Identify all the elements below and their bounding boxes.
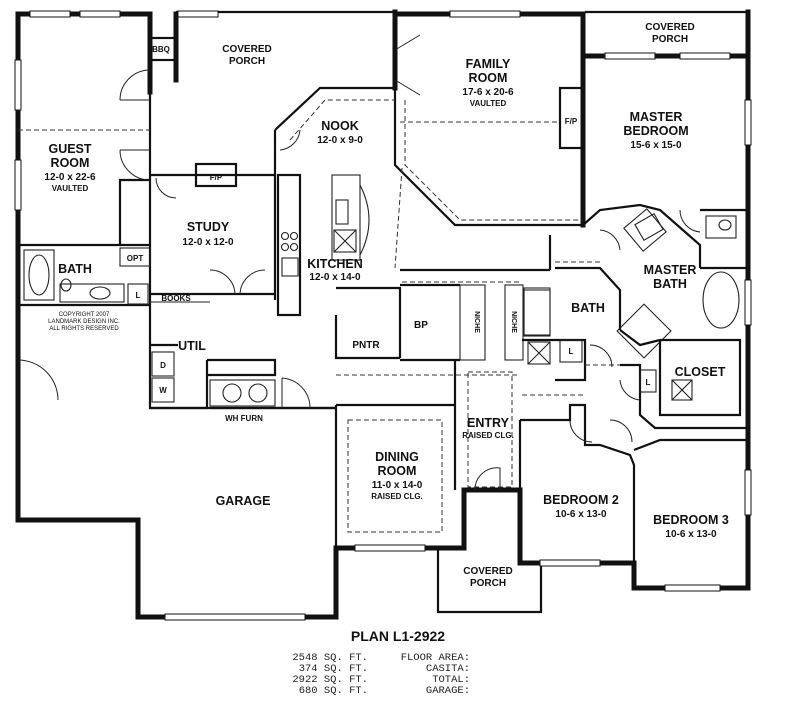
wh-furn-label: WH FURN: [225, 414, 263, 423]
area-value: 2922 SQ. FT.: [292, 674, 368, 686]
nook-dims: 12-0 x 9-0: [317, 135, 363, 146]
plan-summary: PLAN L1-2922 2548 SQ. FT. FLOOR AREA: 37…: [0, 628, 796, 700]
study-dims: 12-0 x 12-0: [182, 237, 234, 248]
guest-bath-label: BATH: [58, 262, 92, 276]
niche-label-1: NICHE: [473, 311, 480, 333]
area-label: TOTAL:: [432, 674, 470, 686]
master-bath-label-2: BATH: [653, 277, 687, 291]
exterior-walls: [15, 9, 751, 620]
family-room-label-1: FAMILY: [466, 57, 511, 71]
area-row: 2922 SQ. FT. TOTAL:: [0, 674, 796, 686]
bedroom3-dims: 10-6 x 13-0: [665, 529, 717, 540]
master-bedroom-label-1: MASTER: [630, 110, 683, 124]
dining-dims: 11-0 x 14-0: [372, 480, 423, 491]
pantry-label: PNTR: [352, 340, 380, 351]
bedroom3-label: BEDROOM 3: [653, 513, 729, 527]
master-porch-label-1: COVERED: [645, 22, 694, 33]
kitchen-label: KITCHEN: [307, 257, 363, 271]
area-row: 2548 SQ. FT. FLOOR AREA:: [0, 652, 796, 664]
copyright-line-1: COPYRIGHT 2007: [59, 312, 110, 318]
niche-label-2: NICHE: [510, 311, 517, 333]
closet-linen-label: L: [646, 378, 651, 387]
opt-label: OPT: [127, 254, 144, 263]
master-bedroom-label-2: BEDROOM: [623, 124, 688, 138]
fixtures: [23, 36, 732, 393]
area-row: 374 SQ. FT. CASITA:: [0, 663, 796, 675]
books-label: BOOKS: [161, 294, 191, 303]
area-row: 680 SQ. FT. GARAGE:: [0, 685, 796, 697]
dining-note: RAISED CLG.: [371, 492, 423, 501]
util-label: UTIL: [178, 339, 206, 353]
area-value: 680 SQ. FT.: [298, 685, 368, 697]
guest-room-label-2: ROOM: [51, 156, 90, 170]
rear-porch-label-2: PORCH: [229, 56, 265, 67]
hall-bath-label: BATH: [571, 301, 605, 315]
copyright-line-2: LANDMARK DESIGN INC.: [48, 319, 120, 325]
front-porch-label-1: COVERED: [463, 566, 512, 577]
interior-walls: [16, 86, 748, 588]
bbq-label: BBQ: [152, 45, 170, 54]
guest-room-label-1: GUEST: [48, 142, 91, 156]
plan-title: PLAN L1-2922: [350, 628, 446, 644]
ceiling-lines: [18, 99, 620, 396]
family-room-label-2: ROOM: [469, 71, 508, 85]
area-label: GARAGE:: [425, 685, 470, 697]
area-label: FLOOR AREA:: [400, 652, 470, 664]
rear-porch-label-1: COVERED: [222, 44, 271, 55]
master-bedroom-dims: 15-6 x 15-0: [630, 140, 682, 151]
bp-label: BP: [414, 320, 428, 331]
area-value: 374 SQ. FT.: [298, 663, 368, 675]
family-room-note: VAULTED: [470, 99, 507, 108]
entry-note: RAISED CLG.: [462, 431, 514, 440]
master-porch-label-2: PORCH: [652, 34, 688, 45]
family-room-dims: 17-6 x 20-6: [462, 87, 514, 98]
area-value: 2548 SQ. FT.: [292, 652, 368, 664]
kitchen-dims: 12-0 x 14-0: [309, 272, 361, 283]
room-labels: GUEST ROOM 12-0 x 22-6 VAULTED BBQ COVER…: [44, 22, 728, 589]
area-label: CASITA:: [425, 663, 470, 675]
copyright-line-3: ALL RIGHTS RESERVED: [49, 326, 119, 332]
bedroom2-label: BEDROOM 2: [543, 493, 619, 507]
guest-room-dims: 12-0 x 22-6: [44, 172, 96, 183]
dryer-label: D: [160, 361, 166, 370]
guest-room-note: VAULTED: [52, 184, 89, 193]
garage-label: GARAGE: [216, 494, 271, 508]
front-porch-label-2: PORCH: [470, 578, 506, 589]
study-fireplace-label: F/P: [210, 173, 223, 182]
guest-linen-label: L: [136, 291, 141, 300]
master-bath-label-1: MASTER: [644, 263, 697, 277]
closet-label: CLOSET: [675, 365, 726, 379]
dining-label-2: ROOM: [378, 464, 417, 478]
windows: [14, 10, 752, 621]
hall-linen-label: L: [569, 347, 574, 356]
study-label: STUDY: [187, 220, 230, 234]
bedroom2-dims: 10-6 x 13-0: [555, 509, 607, 520]
nook-label: NOOK: [321, 119, 359, 133]
family-fireplace-label: F/P: [565, 117, 578, 126]
doors: [17, 34, 701, 491]
entry-label: ENTRY: [467, 416, 510, 430]
dining-label-1: DINING: [375, 450, 419, 464]
washer-label: W: [159, 386, 167, 395]
